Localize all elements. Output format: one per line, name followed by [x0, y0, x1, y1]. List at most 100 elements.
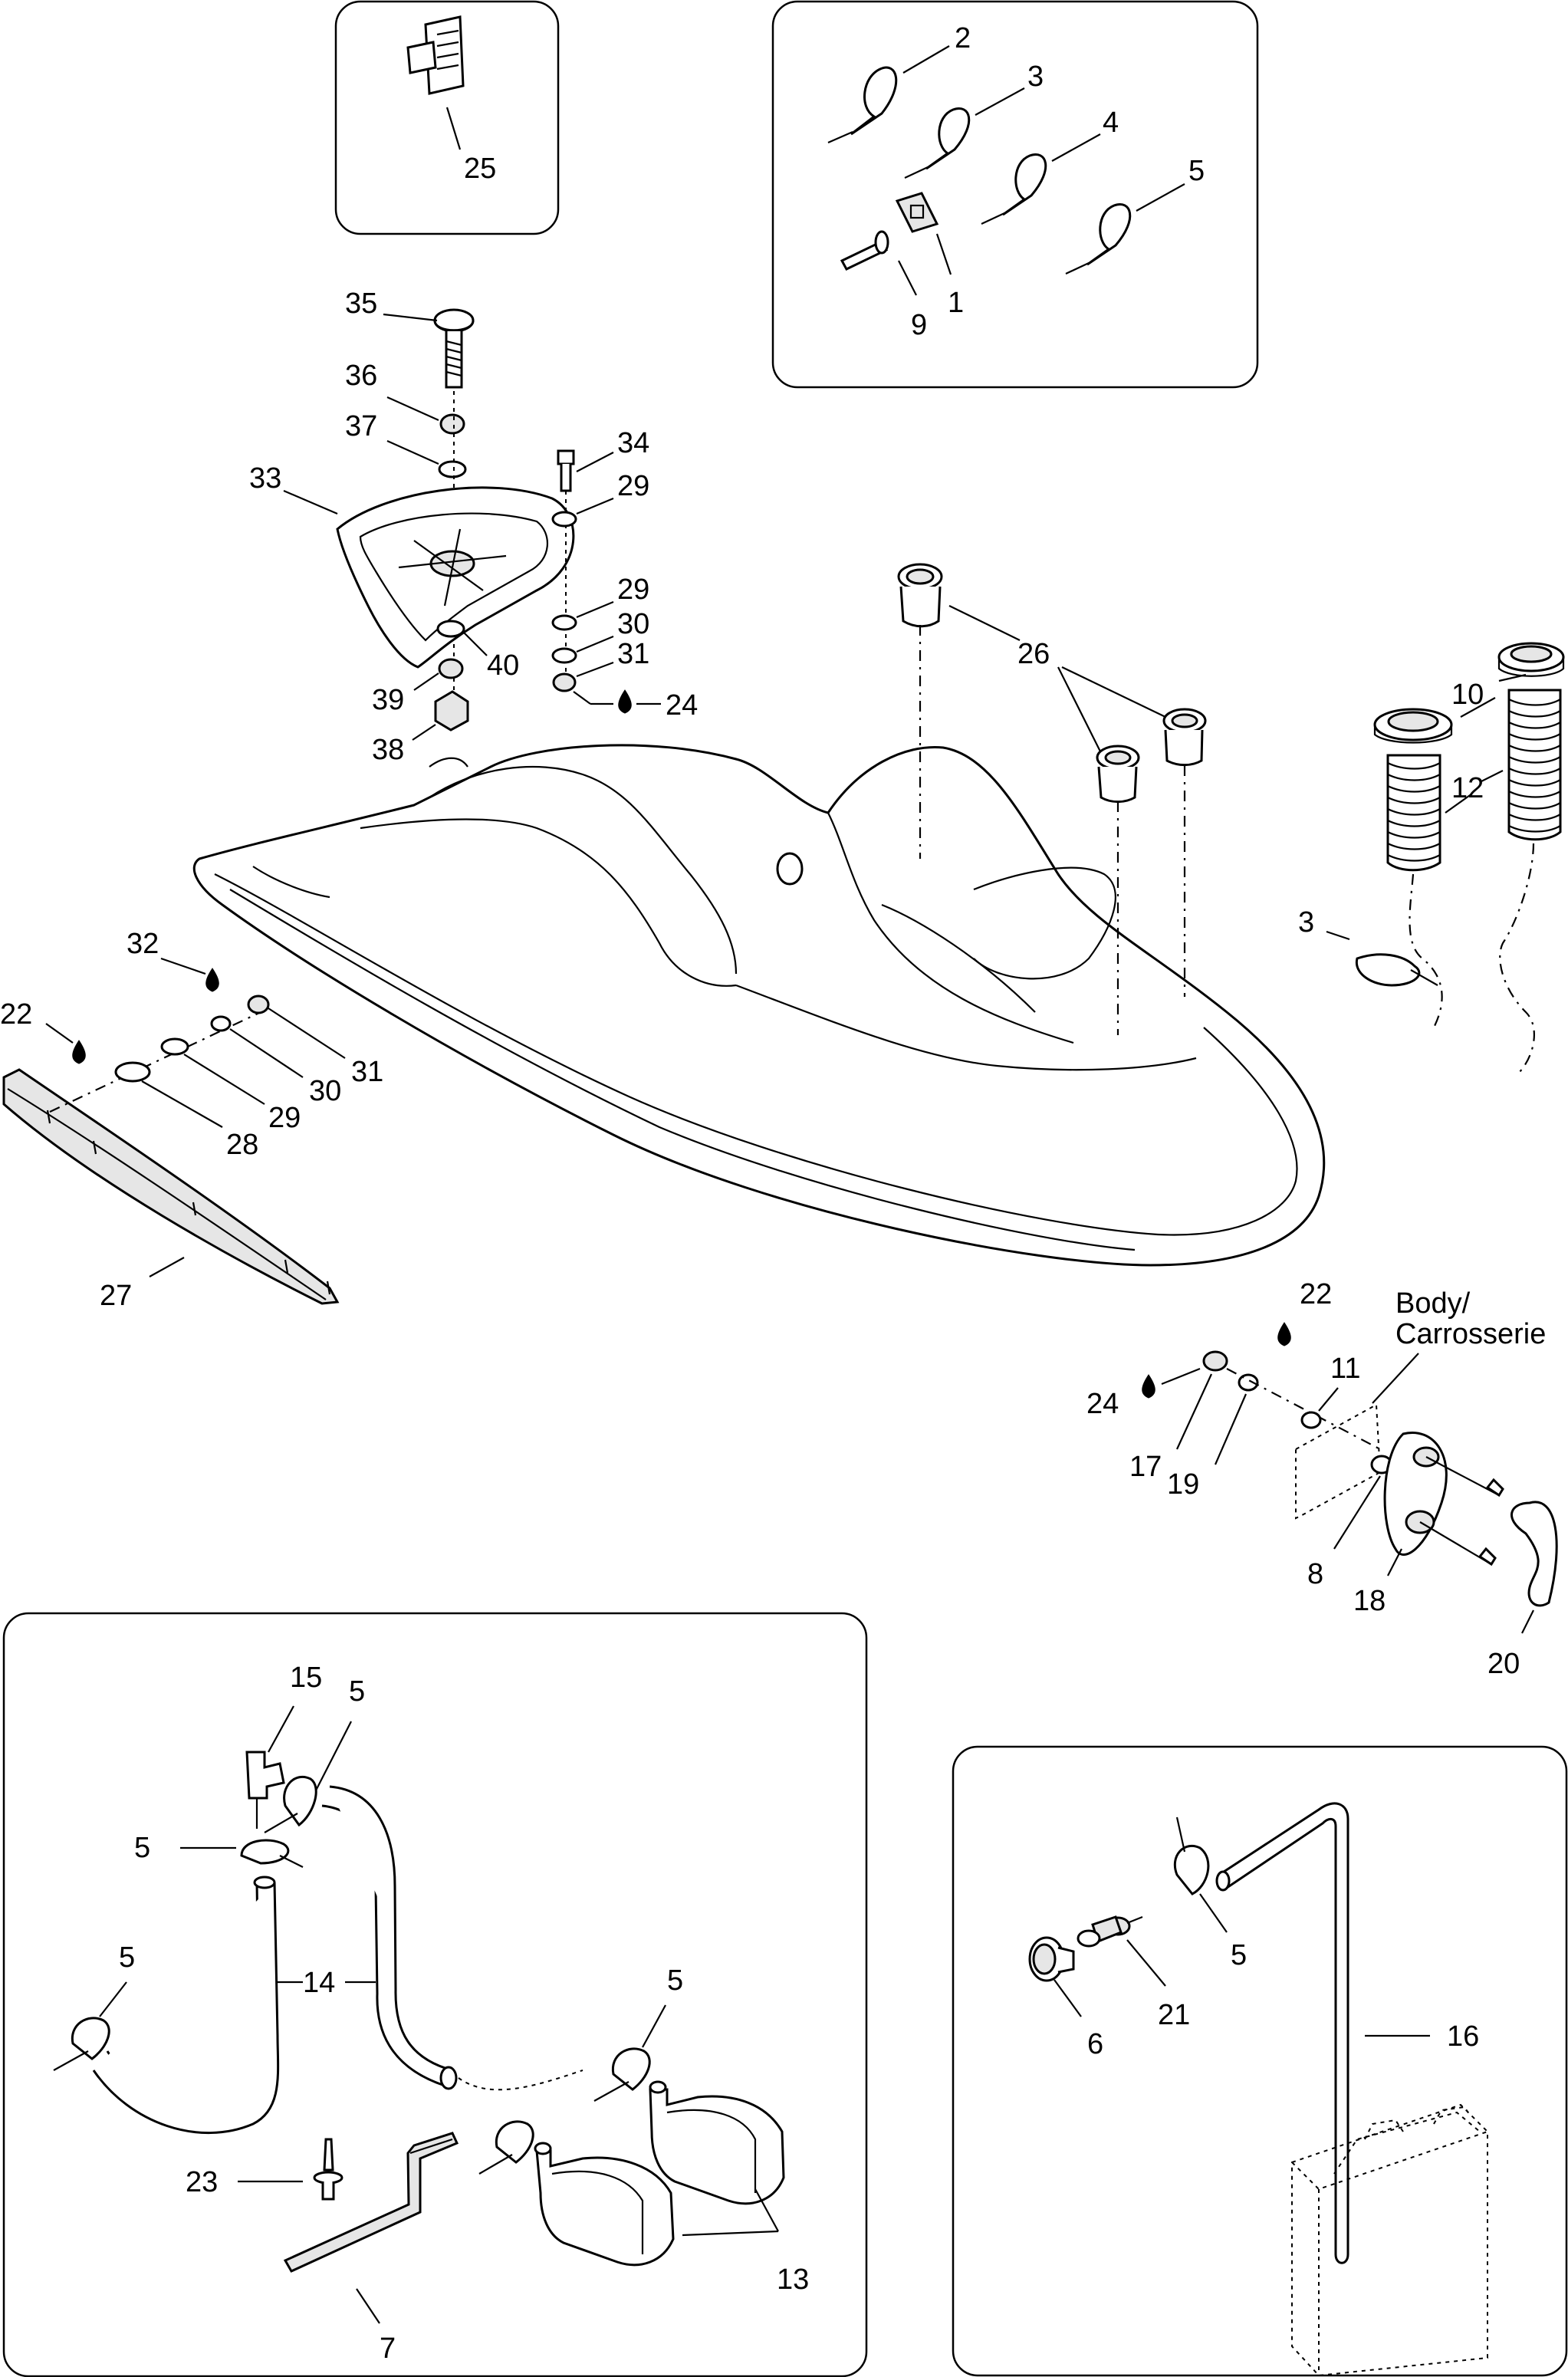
- tie-strap-4: [981, 153, 1047, 225]
- callout-31-top: 31: [617, 638, 649, 670]
- drain-cover-20: [1478, 1478, 1558, 1607]
- threadlocker-drop-24-top: [618, 689, 632, 714]
- square-nut-38: [434, 690, 469, 732]
- callout-8: 8: [1307, 1558, 1323, 1590]
- callout-7: 7: [380, 2333, 396, 2365]
- callout-24-right: 24: [1086, 1388, 1119, 1420]
- clip-part: [406, 15, 465, 95]
- elbow-fitting-15: [245, 1751, 285, 1829]
- nut-31-left: [247, 995, 270, 1014]
- threadlocker-drop-22-left: [72, 1040, 86, 1064]
- vent-tube-16: [1215, 1802, 1349, 2264]
- threadlocker-drop-32: [205, 968, 219, 992]
- cable-tie-mount-1: [895, 192, 939, 233]
- callout-29-left: 29: [268, 1102, 301, 1134]
- tie-strap-3: [904, 107, 971, 179]
- oil-reservoir-13b: [534, 2142, 675, 2267]
- washer-37: [438, 460, 467, 478]
- callout-40: 40: [487, 649, 519, 682]
- nut-17: [1202, 1350, 1228, 1372]
- callout-35: 35: [345, 288, 377, 320]
- callout-15: 15: [290, 1662, 322, 1694]
- vent-cap-6: [1028, 1936, 1075, 1982]
- washer-29-mid: [551, 614, 577, 631]
- callout-3-top: 3: [1027, 61, 1044, 93]
- callout-5-top: 5: [1188, 155, 1205, 187]
- callout-38: 38: [372, 734, 404, 766]
- clamp-5-c: [53, 2017, 110, 2071]
- callout-29-mid: 29: [617, 574, 649, 606]
- handle-33: [336, 486, 575, 669]
- callout-3-right: 3: [1298, 906, 1314, 939]
- nut-31-top: [552, 672, 577, 692]
- callout-32: 32: [127, 928, 159, 960]
- callout-21: 21: [1158, 1999, 1190, 2031]
- callout-2: 2: [955, 22, 971, 54]
- callout-28: 28: [226, 1129, 258, 1161]
- callout-30-left: 30: [309, 1075, 341, 1107]
- callout-4: 4: [1103, 107, 1119, 139]
- callout-29-top: 29: [617, 470, 649, 502]
- washer-11: [1300, 1411, 1322, 1429]
- callout-13: 13: [777, 2264, 809, 2296]
- callout-1: 1: [948, 287, 964, 319]
- bellows-12-right: [1507, 689, 1562, 841]
- callout-11: 11: [1330, 1353, 1360, 1385]
- watercraft-hull: [192, 744, 1326, 1267]
- tie-strap-3-right: [1355, 953, 1438, 987]
- threadlocker-drop-22-right: [1277, 1322, 1291, 1346]
- bracket-7: [283, 2132, 459, 2273]
- clamp-5-a: [264, 1776, 317, 1833]
- callout-20: 20: [1487, 1648, 1520, 1680]
- callout-36: 36: [345, 360, 377, 392]
- callout-22-left: 22: [0, 998, 32, 1031]
- bolt-34: [557, 449, 575, 492]
- callout-39: 39: [372, 684, 404, 716]
- battery: [1291, 2103, 1488, 2377]
- callout-34: 34: [617, 427, 649, 459]
- washer-29-left: [160, 1037, 189, 1056]
- nut-39: [438, 658, 464, 679]
- bolt-35: [433, 308, 475, 389]
- callout-14: 14: [303, 1967, 335, 1999]
- check-valve-21: [1077, 1915, 1143, 1948]
- rivet-23: [313, 2138, 344, 2201]
- drain-plug-26c: [1162, 708, 1207, 767]
- callout-5-clamp-b: 5: [134, 1832, 150, 1864]
- clamp-5-f: [1173, 1816, 1210, 1895]
- oil-reservoir-13a: [649, 2080, 785, 2205]
- clamp-5-e: [478, 2120, 534, 2175]
- rivet-9: [840, 230, 889, 271]
- inset-frame-ties: [771, 0, 1259, 389]
- drain-plug-26a: [897, 563, 943, 628]
- washer-30-left: [210, 1015, 232, 1032]
- body-panel: [1295, 1403, 1382, 1520]
- tie-strap-5: [1065, 203, 1132, 275]
- callout-9: 9: [911, 309, 927, 341]
- callout-5-clamp-a: 5: [349, 1675, 365, 1708]
- callout-18: 18: [1353, 1585, 1386, 1617]
- seal-10-lower: [1373, 708, 1453, 744]
- callout-31-left: 31: [351, 1056, 383, 1088]
- callout-5-clamp-f: 5: [1231, 1939, 1247, 1971]
- callout-25: 25: [464, 153, 496, 185]
- callout-16: 16: [1447, 2020, 1479, 2053]
- washer-29-top: [551, 511, 577, 528]
- callout-27: 27: [100, 1280, 132, 1312]
- seal-10-upper: [1497, 642, 1565, 677]
- callout-6: 6: [1087, 2028, 1103, 2060]
- tie-strap-2: [827, 66, 898, 144]
- callout-30-top: 30: [617, 608, 649, 640]
- washer-40: [436, 620, 465, 638]
- threadlocker-drop-24-right: [1142, 1374, 1155, 1399]
- callout-5-clamp-d: 5: [667, 1964, 683, 1997]
- washer-30-top: [551, 647, 577, 664]
- callout-19: 19: [1167, 1468, 1199, 1501]
- callout-10: 10: [1451, 679, 1484, 711]
- callout-5-clamp-c: 5: [119, 1941, 135, 1974]
- callout-22-right: 22: [1300, 1278, 1332, 1310]
- callout-24-top: 24: [666, 689, 698, 722]
- vent-hose-14: [92, 1785, 458, 2135]
- callout-26: 26: [1017, 638, 1050, 670]
- drain-housing-18: [1383, 1432, 1500, 1565]
